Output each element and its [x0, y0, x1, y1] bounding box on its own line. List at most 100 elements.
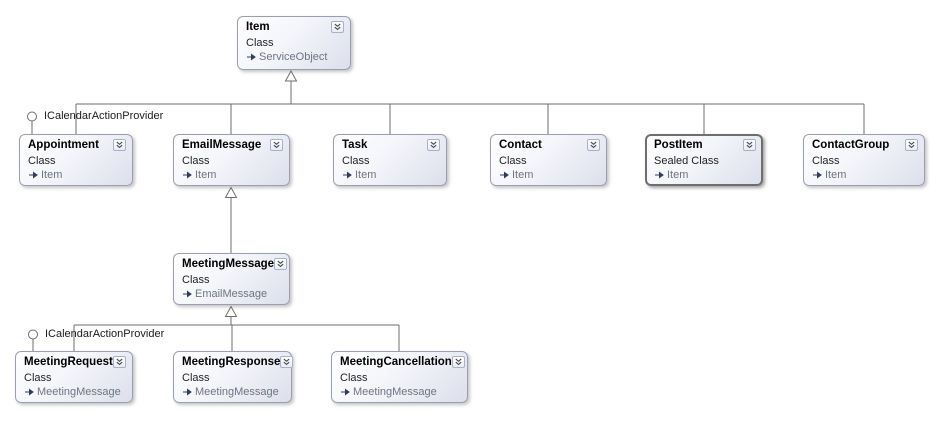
- inheritance-arrow-icon: [182, 290, 192, 298]
- class-kind: Class: [182, 274, 210, 286]
- base-class-name: EmailMessage: [195, 288, 268, 300]
- inheritance-arrow-icon: [182, 388, 192, 396]
- class-title: Task: [342, 139, 368, 151]
- inheritance-arrow-icon: [182, 171, 192, 179]
- base-class-name: MeetingMessage: [195, 386, 279, 398]
- chevron-double-down-icon: [430, 141, 437, 149]
- class-node-meetingresponse[interactable]: MeetingResponse Class MeetingMessage: [173, 351, 294, 403]
- chevron-double-down-icon: [277, 260, 284, 268]
- base-class-row: ServiceObject: [246, 50, 344, 64]
- node-header: MeetingRequest: [24, 356, 126, 371]
- class-kind: Class: [812, 155, 840, 167]
- base-class-name: Item: [41, 169, 63, 181]
- node-header: Task: [342, 139, 440, 154]
- class-node-contact[interactable]: Contact Class Item: [490, 134, 607, 186]
- base-class-name: MeetingMessage: [353, 386, 437, 398]
- chevron-double-down-icon: [273, 141, 280, 149]
- class-node-emailmessage[interactable]: EmailMessage Class Item: [173, 134, 290, 186]
- class-title: Item: [246, 21, 270, 33]
- class-title: EmailMessage: [182, 139, 262, 151]
- node-header: MeetingResponse: [182, 356, 294, 371]
- base-class-row: EmailMessage: [182, 287, 283, 301]
- collapse-button[interactable]: [587, 139, 600, 151]
- class-kind: Class: [340, 372, 368, 384]
- base-class-row: MeetingMessage: [340, 385, 461, 399]
- collapse-button[interactable]: [427, 139, 440, 151]
- base-class-name: Item: [355, 169, 377, 181]
- inheritance-arrow-icon: [654, 171, 664, 179]
- node-header: Item: [246, 21, 344, 36]
- chevron-double-down-icon: [283, 358, 290, 366]
- class-kind: Class: [342, 155, 370, 167]
- class-title: MeetingResponse: [182, 356, 281, 368]
- base-class-name: Item: [512, 169, 534, 181]
- collapse-button[interactable]: [113, 139, 126, 151]
- base-class-row: Item: [812, 168, 918, 182]
- chevron-double-down-icon: [908, 141, 915, 149]
- class-node-postitem[interactable]: PostItem Sealed Class Item: [645, 134, 763, 186]
- class-kind: Class: [24, 372, 52, 384]
- base-class-row: Item: [499, 168, 600, 182]
- collapse-button[interactable]: [274, 258, 288, 270]
- collapse-button[interactable]: [280, 356, 294, 368]
- class-node-item[interactable]: Item Class ServiceObject: [237, 16, 351, 70]
- chevron-double-down-icon: [116, 141, 123, 149]
- class-node-meetingrequest[interactable]: MeetingRequest Class MeetingMessage: [15, 351, 133, 403]
- class-node-meetingmessage[interactable]: MeetingMessage Class EmailMessage: [173, 253, 290, 305]
- base-class-row: MeetingMessage: [182, 385, 285, 399]
- class-title: Appointment: [28, 139, 99, 151]
- inheritance-arrow-icon: [342, 171, 352, 179]
- class-node-contactgroup[interactable]: ContactGroup Class Item: [803, 134, 925, 186]
- class-kind: Class: [28, 155, 56, 167]
- collapse-button[interactable]: [113, 356, 126, 368]
- base-class-row: Item: [654, 168, 756, 182]
- inheritance-triangle-icon: [224, 186, 238, 198]
- node-header: Appointment: [28, 139, 126, 154]
- base-class-row: Item: [182, 168, 283, 182]
- chevron-double-down-icon: [116, 358, 123, 366]
- class-node-appointment[interactable]: Appointment Class Item: [19, 134, 133, 186]
- class-title: Contact: [499, 139, 542, 151]
- base-class-name: Item: [667, 169, 689, 181]
- interface-label-icalendaractionprovider: ICalendarActionProvider: [44, 110, 164, 122]
- inheritance-arrow-icon: [24, 388, 34, 396]
- interface-lollipop-icon: [28, 329, 38, 351]
- node-header: Contact: [499, 139, 600, 154]
- node-header: MeetingMessage: [182, 258, 288, 273]
- class-title: PostItem: [654, 139, 703, 151]
- chevron-double-down-icon: [746, 141, 753, 149]
- collapse-button[interactable]: [451, 356, 465, 368]
- node-header: EmailMessage: [182, 139, 283, 154]
- inheritance-connector-item-children: [75, 69, 865, 134]
- class-title: MeetingMessage: [182, 258, 275, 270]
- collapse-button[interactable]: [743, 139, 756, 151]
- interface-lollipop-icon: [27, 111, 37, 134]
- chevron-double-down-icon: [590, 141, 597, 149]
- class-title: ContactGroup: [812, 139, 890, 151]
- collapse-button[interactable]: [331, 21, 344, 33]
- collapse-button[interactable]: [905, 139, 918, 151]
- class-node-task[interactable]: Task Class Item: [333, 134, 447, 186]
- class-title: MeetingRequest: [24, 356, 113, 368]
- inheritance-arrow-icon: [340, 388, 350, 396]
- collapse-button[interactable]: [270, 139, 283, 151]
- class-kind: Class: [246, 37, 274, 49]
- inheritance-arrow-icon: [812, 171, 822, 179]
- node-header: PostItem: [654, 139, 756, 154]
- class-kind: Class: [499, 155, 527, 167]
- class-kind: Class: [182, 372, 210, 384]
- base-class-name: MeetingMessage: [37, 386, 121, 398]
- class-node-meetingcancellation[interactable]: MeetingCancellation Class MeetingMessage: [331, 351, 468, 403]
- base-class-name: Item: [825, 169, 847, 181]
- inheritance-arrow-icon: [28, 171, 38, 179]
- class-kind: Sealed Class: [654, 155, 719, 167]
- chevron-double-down-icon: [334, 23, 341, 31]
- inheritance-arrow-icon: [246, 53, 256, 61]
- inheritance-arrow-icon: [499, 171, 509, 179]
- base-class-name: ServiceObject: [259, 51, 328, 63]
- class-kind: Class: [182, 155, 210, 167]
- node-header: ContactGroup: [812, 139, 918, 154]
- base-class-name: Item: [195, 169, 217, 181]
